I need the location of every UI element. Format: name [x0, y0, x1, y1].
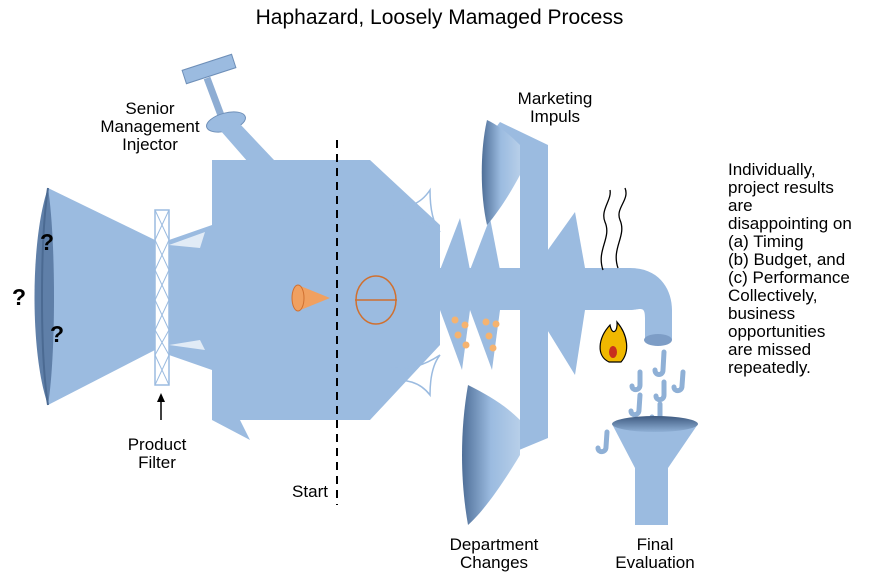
start-label: Start: [292, 482, 328, 501]
note-line: project results: [728, 178, 834, 197]
product-filter-label: Product Filter: [107, 436, 207, 472]
flame-icon: [599, 320, 628, 363]
exit-pipe: [565, 268, 672, 346]
note-line: Collectively,: [728, 286, 818, 305]
department-changes-cup: [462, 385, 520, 525]
senior-management-injector-label: Senior Management Injector: [95, 100, 205, 154]
label-line: Evaluation: [615, 553, 695, 572]
label-line: Department: [449, 535, 539, 554]
note-line: are: [728, 196, 753, 215]
input-bell: [34, 187, 155, 406]
note-line: business: [728, 304, 796, 323]
note-line: disappointing on: [728, 214, 852, 233]
question-mark: ?: [12, 284, 27, 310]
final-evaluation-funnel: [612, 416, 698, 525]
label-line: Senior: [125, 99, 175, 118]
note-line: (a) Timing: [728, 232, 804, 251]
orange-dots: [451, 316, 500, 352]
question-mark: ?: [50, 321, 65, 347]
orbit-symbol: [355, 275, 397, 325]
product-filter: [154, 209, 170, 420]
orange-cone: [291, 284, 330, 312]
note-line: (c) Performance: [728, 268, 850, 287]
spike-pipeline: [440, 122, 585, 458]
note-line: Individually,: [728, 160, 816, 179]
label-line: Management: [100, 117, 200, 136]
note-line: are missed: [728, 340, 812, 359]
final-evaluation-label: Final Evaluation: [595, 536, 715, 572]
note-line: (b) Budget, and: [728, 250, 846, 269]
diagram-title: Haphazard, Loosely Mamaged Process: [255, 6, 624, 29]
marketing-impuls-cup: [481, 120, 520, 225]
department-changes-label: Department Changes: [432, 536, 556, 572]
smoke-lines: [600, 187, 627, 271]
note-line: opportunities: [728, 322, 826, 341]
marketing-impuls-label: Marketing Impuls: [500, 90, 610, 126]
main-chamber: [169, 160, 565, 440]
label-line: Product: [127, 435, 187, 454]
note-line: repeatedly.: [728, 358, 811, 377]
senior-management-injector: [181, 53, 274, 162]
label-line: Changes: [459, 553, 529, 572]
label-line: Injector: [122, 135, 178, 154]
label-line: Impuls: [529, 107, 581, 126]
exhaust-tails: [389, 187, 441, 398]
label-line: Filter: [138, 453, 176, 472]
label-line: Final: [636, 535, 674, 554]
summary-note: Individually, project results are disapp…: [728, 161, 852, 377]
label-line: Marketing: [517, 89, 593, 108]
question-mark: ?: [40, 229, 55, 255]
